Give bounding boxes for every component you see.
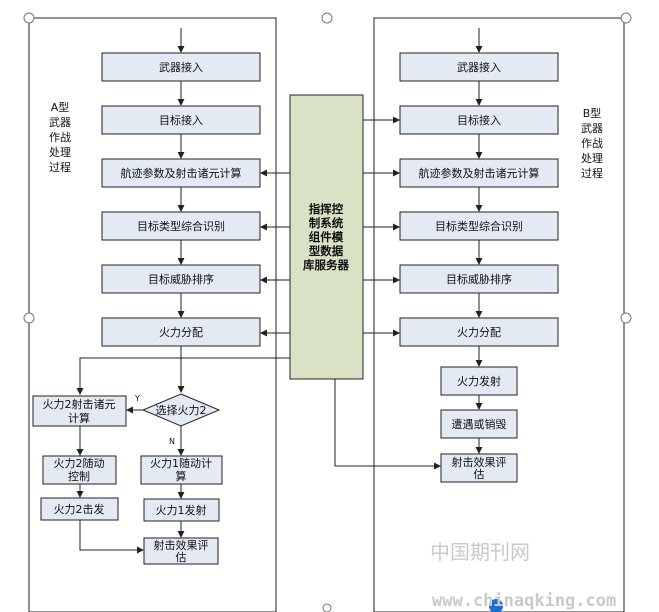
svg-text:武器接入: 武器接入 bbox=[457, 61, 501, 74]
b-step-threat-sort: 目标威胁排序 bbox=[399, 264, 559, 294]
a-step-type-identify: 目标类型综合识别 bbox=[101, 211, 261, 241]
connector-arrow bbox=[76, 357, 181, 395]
svg-text:火力1发射: 火力1发射 bbox=[156, 503, 207, 517]
svg-text:组件模: 组件模 bbox=[309, 230, 344, 244]
b-step-type-identify: 目标类型综合识别 bbox=[399, 211, 559, 241]
a-fire1-servo-calc: 火力1随动计 算 bbox=[140, 455, 223, 485]
b-step-track-calc: 航迹参数及射击诸元计算 bbox=[399, 158, 559, 188]
svg-text:射击效果评: 射击效果评 bbox=[452, 455, 507, 469]
resize-handle[interactable] bbox=[321, 12, 333, 24]
a-fire1-launch: 火力1发射 bbox=[143, 498, 220, 522]
svg-text:过程: 过程 bbox=[581, 167, 603, 180]
a-step-track-calc: 航迹参数及射击诸元计算 bbox=[101, 158, 261, 188]
svg-text:武器接入: 武器接入 bbox=[159, 61, 203, 74]
svg-text:A型: A型 bbox=[51, 100, 70, 114]
svg-text:目标类型综合识别: 目标类型综合识别 bbox=[435, 219, 523, 233]
b-step-fire-allocation: 火力分配 bbox=[399, 317, 559, 347]
a-fire2-calc: 火力2射击诸元 计算 bbox=[32, 395, 127, 427]
svg-text:火力1随动计: 火力1随动计 bbox=[150, 456, 212, 470]
svg-text:目标类型综合识别: 目标类型综合识别 bbox=[137, 219, 225, 233]
a-step-target-access: 目标接入 bbox=[101, 105, 261, 135]
b-step-fire-launch: 火力发射 bbox=[440, 366, 518, 396]
svg-text:作战: 作战 bbox=[581, 137, 603, 150]
connector-arrow bbox=[79, 520, 144, 554]
resize-handle[interactable] bbox=[23, 312, 35, 324]
svg-text:计算: 计算 bbox=[68, 411, 90, 425]
svg-text:估: 估 bbox=[474, 468, 485, 481]
svg-text:目标威胁排序: 目标威胁排序 bbox=[148, 272, 214, 286]
a-fire-effect-eval: 射击效果评 估 bbox=[143, 537, 219, 565]
a-fire2-fire: 火力2击发 bbox=[40, 497, 119, 521]
b-step-weapon-access: 武器接入 bbox=[399, 52, 559, 82]
svg-text:作战: 作战 bbox=[49, 131, 71, 144]
svg-text:B型: B型 bbox=[583, 106, 602, 120]
svg-text:制系统: 制系统 bbox=[309, 216, 344, 230]
svg-text:指挥控: 指挥控 bbox=[309, 202, 344, 216]
svg-text:过程: 过程 bbox=[49, 161, 71, 174]
svg-text:射击效果评: 射击效果评 bbox=[154, 538, 209, 552]
svg-text:火力2射击诸元: 火力2射击诸元 bbox=[43, 397, 116, 411]
b-step-target-access: 目标接入 bbox=[399, 105, 559, 135]
a-step-threat-sort: 目标威胁排序 bbox=[101, 264, 261, 294]
resize-handle[interactable] bbox=[620, 312, 632, 324]
panel-a-label: A型 武器 作战 处理 过程 bbox=[49, 100, 71, 174]
svg-text:目标接入: 目标接入 bbox=[457, 113, 501, 127]
svg-text:型数据: 型数据 bbox=[309, 244, 344, 258]
svg-text:控制: 控制 bbox=[68, 469, 90, 483]
svg-text:目标威胁排序: 目标威胁排序 bbox=[446, 272, 512, 286]
svg-text:武器: 武器 bbox=[581, 122, 603, 135]
svg-text:火力分配: 火力分配 bbox=[457, 326, 501, 339]
b-step-fire-effect-eval: 射击效果评 估 bbox=[440, 453, 518, 483]
a-step-fire-allocation: 火力分配 bbox=[101, 317, 261, 347]
svg-text:估: 估 bbox=[176, 551, 187, 564]
resize-handle[interactable] bbox=[23, 12, 35, 24]
svg-text:武器: 武器 bbox=[49, 116, 71, 129]
svg-text:火力2击发: 火力2击发 bbox=[54, 502, 105, 516]
b-step-encounter-destroy: 遭遇或销毁 bbox=[440, 409, 518, 439]
svg-text:航迹参数及射击诸元计算: 航迹参数及射击诸元计算 bbox=[419, 166, 540, 180]
command-system-db-server: 指挥控 制系统 组件模 型数据 库服务器 bbox=[289, 94, 364, 380]
decision-select-fire2: 选择火力2 bbox=[141, 393, 221, 427]
yes-label: Y bbox=[134, 394, 140, 403]
watermark-cn: 中国期刊网 bbox=[430, 540, 530, 564]
svg-text:处理: 处理 bbox=[49, 146, 71, 159]
svg-text:火力分配: 火力分配 bbox=[159, 326, 203, 339]
svg-text:目标接入: 目标接入 bbox=[159, 113, 203, 127]
panel-b-label: B型 武器 作战 处理 过程 bbox=[581, 106, 603, 180]
blue-marker-icon bbox=[489, 599, 503, 612]
svg-text:算: 算 bbox=[176, 469, 187, 483]
svg-text:火力2随动: 火力2随动 bbox=[54, 456, 105, 470]
svg-text:处理: 处理 bbox=[581, 152, 603, 165]
svg-text:库服务器: 库服务器 bbox=[303, 258, 349, 272]
connector-arrow bbox=[181, 357, 441, 470]
resize-handle[interactable] bbox=[620, 12, 632, 24]
resize-handle[interactable] bbox=[322, 603, 332, 612]
a-step-weapon-access: 武器接入 bbox=[101, 52, 261, 82]
a-fire2-servo-control: 火力2随动 控制 bbox=[42, 455, 117, 485]
svg-text:遭遇或销毁: 遭遇或销毁 bbox=[452, 417, 507, 431]
svg-text:选择火力2: 选择火力2 bbox=[156, 403, 207, 417]
svg-text:航迹参数及射击诸元计算: 航迹参数及射击诸元计算 bbox=[121, 166, 242, 180]
watermark-url: www.chinaqking.com bbox=[432, 591, 616, 611]
svg-text:火力发射: 火力发射 bbox=[457, 374, 501, 388]
no-label: N bbox=[169, 437, 175, 446]
